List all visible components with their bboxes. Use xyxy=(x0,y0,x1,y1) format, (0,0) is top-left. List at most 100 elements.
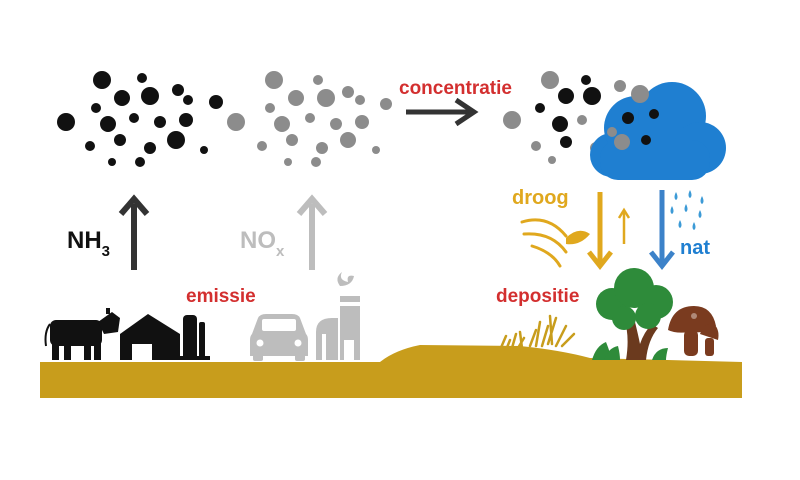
particle-dot xyxy=(330,118,342,130)
particle-dot xyxy=(340,132,356,148)
particle-dot xyxy=(93,71,111,89)
rain-drop xyxy=(684,204,688,212)
mixed-particle-cloud xyxy=(503,71,626,164)
particle-dot xyxy=(305,113,315,123)
particle-dot xyxy=(355,95,365,105)
particle-dot xyxy=(179,113,193,127)
rain-drop xyxy=(678,220,682,228)
car-icon xyxy=(250,314,308,361)
particle-dot xyxy=(284,158,292,166)
particle-dot xyxy=(91,103,101,113)
particle-dot xyxy=(257,141,267,151)
nox-particle-cloud xyxy=(227,71,392,167)
rain-drop xyxy=(700,196,704,204)
particle-dot xyxy=(209,95,223,109)
particle-dot xyxy=(649,109,659,119)
particle-dot xyxy=(317,89,335,107)
particle-dot xyxy=(167,131,185,149)
ground-strip xyxy=(40,345,742,398)
nox-label: NO xyxy=(240,227,276,254)
particle-dot xyxy=(100,116,116,132)
depositie-label: depositie xyxy=(496,286,579,307)
particle-dot xyxy=(129,113,139,123)
particle-dot xyxy=(288,90,304,106)
particle-dot xyxy=(141,87,159,105)
particle-dot xyxy=(552,116,568,132)
nox-emission-arrow xyxy=(296,194,328,270)
particle-dot xyxy=(558,88,574,104)
cow-icon xyxy=(44,308,120,360)
particle-dot xyxy=(560,136,572,148)
particle-dot xyxy=(622,112,634,124)
particle-dot xyxy=(108,158,116,166)
particle-dot xyxy=(144,142,156,154)
particle-dot xyxy=(200,146,208,154)
particle-dot xyxy=(137,73,147,83)
nat-label: nat xyxy=(680,237,710,259)
particle-dot xyxy=(316,142,328,154)
dry-deposition-arrow xyxy=(587,192,613,271)
particle-dot xyxy=(286,134,298,146)
nh3-subscript: 3 xyxy=(102,243,110,260)
nh3-emission-arrow xyxy=(118,194,150,270)
rain-icon xyxy=(670,190,704,230)
particle-dot xyxy=(535,103,545,113)
particle-dot xyxy=(531,141,541,151)
particle-dot xyxy=(372,146,380,154)
rain-drop xyxy=(698,210,702,218)
wet-deposition-arrow xyxy=(649,190,675,271)
particle-dot xyxy=(172,84,184,96)
particle-dot xyxy=(265,103,275,113)
nh3-label: NH xyxy=(67,227,102,254)
factory-icon xyxy=(316,272,360,360)
barn-icon xyxy=(120,314,210,360)
particle-dot xyxy=(57,113,75,131)
nh3-particle-cloud xyxy=(57,71,223,167)
particle-dot xyxy=(614,134,630,150)
particle-dot xyxy=(135,157,145,167)
particle-dot xyxy=(227,113,245,131)
particle-dot xyxy=(274,116,290,132)
particle-dot xyxy=(548,156,556,164)
particle-dot xyxy=(577,115,587,125)
nox-subscript: x xyxy=(276,243,285,260)
rain-drop xyxy=(674,192,678,200)
particle-dot xyxy=(311,157,321,167)
particle-dot xyxy=(503,111,521,129)
rain-drop xyxy=(670,206,674,214)
particle-dot xyxy=(183,95,193,105)
droog-label: droog xyxy=(512,187,569,209)
particle-dot xyxy=(154,116,166,128)
particle-dot xyxy=(581,75,591,85)
particle-dot xyxy=(641,135,651,145)
svg-text:NH3: NH3 xyxy=(67,227,110,260)
particle-dot xyxy=(631,85,649,103)
cloud-icon xyxy=(590,82,726,180)
mushroom-icon xyxy=(668,306,719,356)
particle-dot xyxy=(355,115,369,129)
particle-dot xyxy=(380,98,392,110)
particle-dot xyxy=(614,80,626,92)
concentratie-label: concentratie xyxy=(399,78,512,99)
rain-drop xyxy=(692,222,696,230)
svg-text:NOx: NOx xyxy=(240,227,285,260)
grass-icon xyxy=(498,314,576,352)
particle-dot xyxy=(114,134,126,146)
particle-dot xyxy=(85,141,95,151)
particle-dot xyxy=(541,71,559,89)
particle-dot xyxy=(313,75,323,85)
particle-dot xyxy=(265,71,283,89)
particle-dot xyxy=(342,86,354,98)
particle-dot xyxy=(607,127,617,137)
emissie-label: emissie xyxy=(186,286,256,307)
tree-icon xyxy=(592,268,673,360)
rain-drop xyxy=(688,190,692,198)
dry-resuspension-arrow xyxy=(617,207,631,244)
concentration-arrow xyxy=(406,97,479,127)
particle-dot xyxy=(583,87,601,105)
leaves-icon xyxy=(520,218,590,268)
cloud-particle-overlay xyxy=(607,85,659,150)
particle-dot xyxy=(114,90,130,106)
